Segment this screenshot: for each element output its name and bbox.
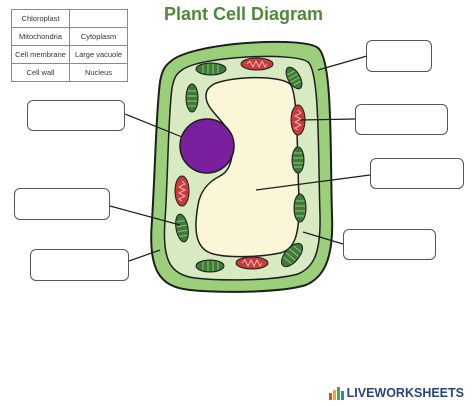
answer-box-bottom-right[interactable] bbox=[343, 229, 436, 260]
word-bank-cell: Cell membrane bbox=[11, 45, 70, 64]
mitochondrion bbox=[240, 57, 274, 71]
page-title: Plant Cell Diagram bbox=[163, 4, 324, 24]
word-bank-cell: Mitochondria bbox=[11, 27, 70, 46]
brand-label: LIVEWORKSHEETS bbox=[346, 386, 464, 400]
word-bank-cell: Cell wall bbox=[11, 63, 70, 82]
leader-line bbox=[128, 249, 161, 262]
answer-box-top-right[interactable] bbox=[366, 40, 432, 72]
chloroplast bbox=[175, 213, 189, 243]
liveworksheets-brand: LIVEWORKSHEETS bbox=[328, 386, 464, 400]
chloroplast bbox=[281, 242, 303, 268]
word-bank-row: Mitochondria Cytoplasm bbox=[11, 27, 128, 46]
word-bank-table: Chloroplast Mitochondria Cytoplasm Cell … bbox=[11, 9, 128, 82]
liveworksheets-logo-icon bbox=[328, 387, 344, 400]
answer-box-vacuole[interactable] bbox=[370, 158, 464, 189]
answer-box-nucleus[interactable] bbox=[27, 100, 125, 131]
word-bank-row: Chloroplast bbox=[11, 9, 128, 28]
leader-line bbox=[109, 205, 181, 226]
chloroplast bbox=[195, 62, 227, 76]
leader-line bbox=[299, 118, 356, 121]
word-bank-row: Cell wall Nucleus bbox=[11, 63, 128, 82]
chloroplast bbox=[195, 259, 225, 273]
leader-line bbox=[302, 231, 344, 245]
chloroplast bbox=[185, 83, 199, 113]
nucleus bbox=[179, 118, 235, 174]
chloroplast bbox=[293, 193, 307, 223]
answer-box-bottom-left[interactable] bbox=[30, 249, 129, 281]
leader-line bbox=[124, 113, 183, 138]
mitochondrion bbox=[174, 175, 190, 207]
answer-box-mid-right[interactable] bbox=[355, 104, 448, 135]
word-bank-cell: Nucleus bbox=[69, 63, 128, 82]
large-vacuole bbox=[195, 76, 300, 258]
answer-box-mid-left[interactable] bbox=[14, 188, 110, 220]
word-bank-cell: Cytoplasm bbox=[69, 27, 128, 46]
word-bank-cell: Large vacuole bbox=[69, 45, 128, 64]
chloroplast bbox=[291, 146, 305, 174]
chloroplast bbox=[285, 66, 303, 90]
leader-line bbox=[317, 55, 368, 71]
leader-line bbox=[255, 174, 371, 191]
word-bank-row: Cell membrane Large vacuole bbox=[11, 45, 128, 64]
mitochondrion bbox=[235, 256, 269, 270]
